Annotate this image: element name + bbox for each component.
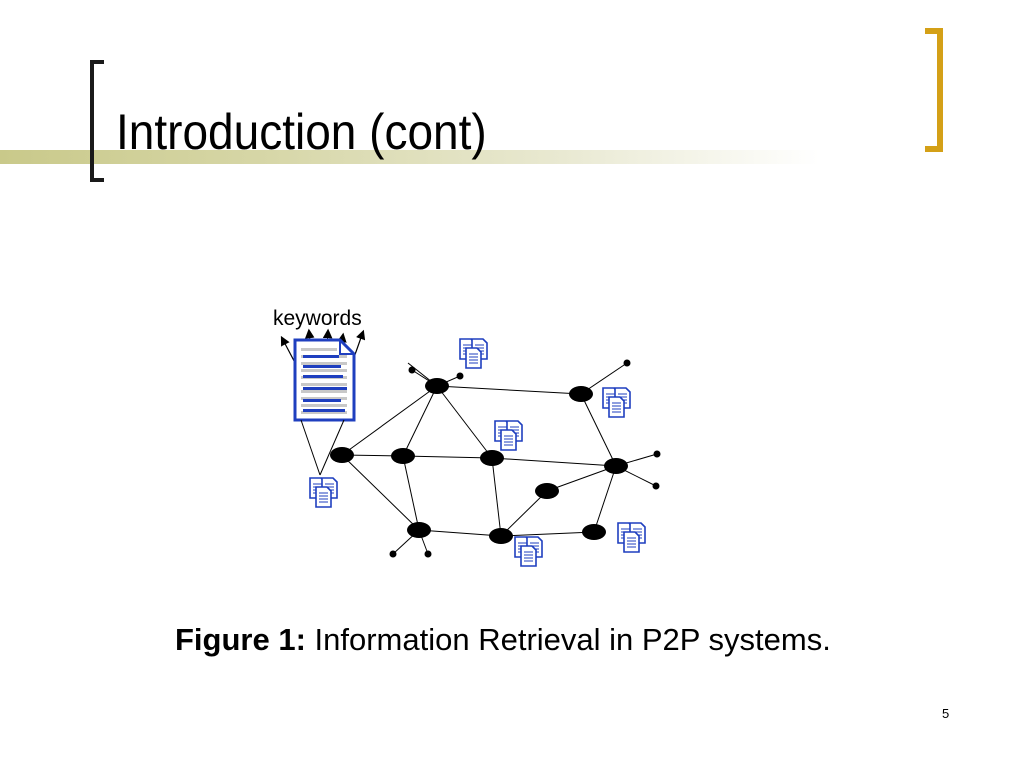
- network-edges: [341, 362, 658, 555]
- large-document-icon: [293, 338, 356, 422]
- right-bracket-decoration: [925, 28, 943, 152]
- leaf-peer: [623, 359, 631, 367]
- title-accent-band: [0, 150, 1024, 164]
- peer-node: [407, 522, 431, 538]
- document-stack-icon: [618, 523, 645, 552]
- document-stack-icon: [495, 421, 522, 450]
- document-stack-icon: [310, 478, 337, 507]
- leaf-peer: [424, 550, 432, 558]
- leaf-peers: [389, 359, 661, 558]
- slide-title: Introduction (cont): [116, 104, 487, 160]
- figure-caption: Figure 1: Information Retrieval in P2P s…: [175, 622, 831, 658]
- document-stack-icon: [603, 388, 630, 417]
- document-stack-icon: [460, 339, 487, 368]
- peer-nodes: [330, 378, 628, 544]
- leaf-peer: [456, 372, 464, 380]
- document-source-lines: [300, 419, 345, 476]
- page-number: 5: [942, 706, 950, 721]
- peer-node: [569, 386, 593, 402]
- peer-node: [330, 447, 354, 463]
- leaf-peer: [389, 550, 397, 558]
- leaf-peer: [653, 450, 661, 458]
- p2p-network-diagram: keywords: [273, 307, 661, 585]
- peer-node: [425, 378, 449, 394]
- p2p-network-figure: keywords: [265, 295, 675, 585]
- peer-node: [604, 458, 628, 474]
- peer-node: [391, 448, 415, 464]
- document-stack-icon: [515, 537, 542, 566]
- peer-node: [489, 528, 513, 544]
- peer-node: [480, 450, 504, 466]
- peer-node: [535, 483, 559, 499]
- left-bracket-decoration: [90, 60, 104, 182]
- keywords-label: keywords: [273, 307, 362, 330]
- peer-node: [582, 524, 606, 540]
- leaf-peer: [408, 366, 416, 374]
- caption-label: Figure 1:: [175, 622, 306, 657]
- leaf-peer: [652, 482, 660, 490]
- caption-text: Information Retrieval in P2P systems.: [305, 622, 831, 657]
